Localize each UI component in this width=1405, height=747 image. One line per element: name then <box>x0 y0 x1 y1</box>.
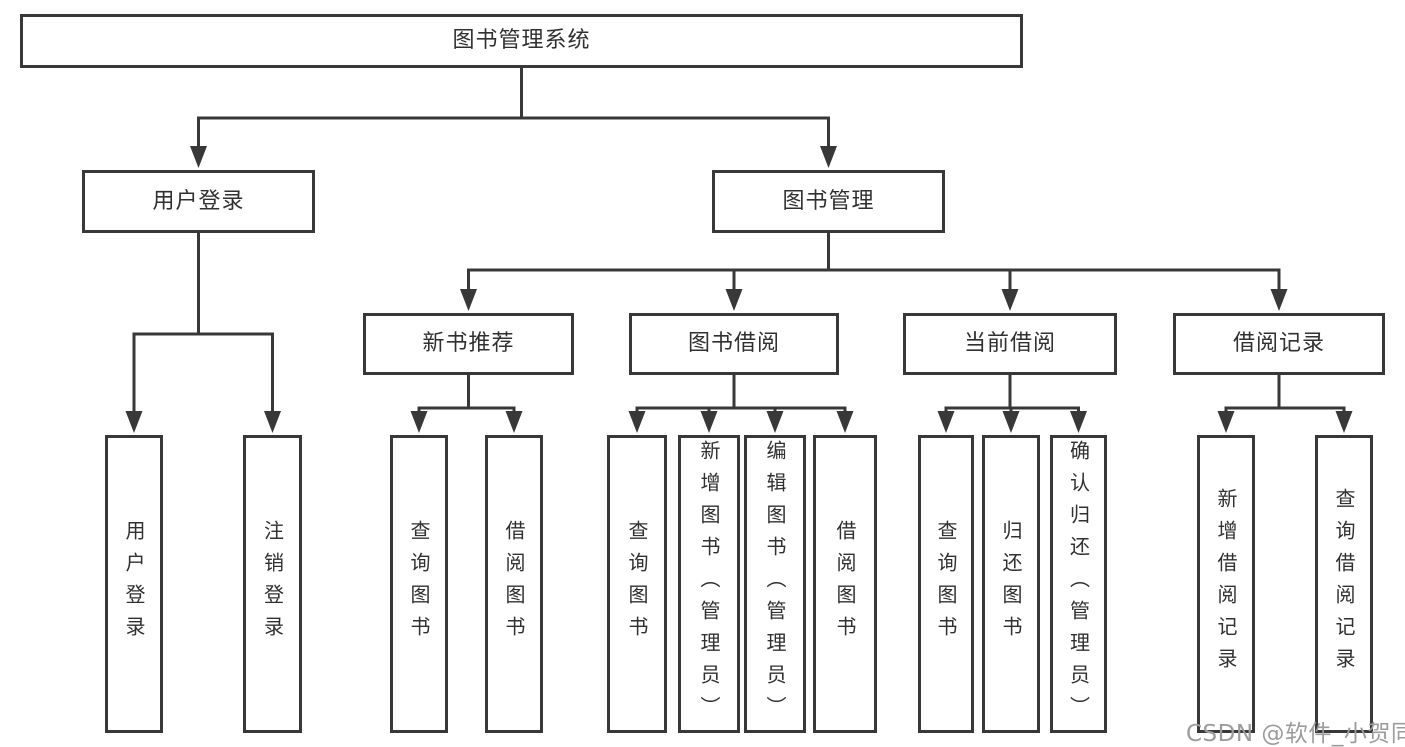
connector-root <box>190 66 837 168</box>
arrowhead-icon <box>1217 411 1235 433</box>
connector-book-borrow <box>628 375 854 433</box>
node-book-borrowing-label: 图书借阅 <box>687 331 780 356</box>
arrowhead-icon <box>1270 289 1288 311</box>
arrowhead-icon <box>410 411 428 433</box>
node-borrowing-records: 借阅记录 <box>1173 313 1385 375</box>
leaf-add-borrow-record: 新增借阅记录 <box>1197 435 1255 733</box>
leaf-query-books-rec: 查询图书 <box>390 435 448 733</box>
arrowhead-icon <box>725 289 743 311</box>
leaf-borrow-books-rec: 借阅图书 <box>485 435 543 733</box>
arrowhead-icon <box>836 411 854 433</box>
arrowhead-icon <box>460 289 477 311</box>
arrowhead-icon <box>766 411 784 433</box>
leaf-borrow-books: 借阅图书 <box>813 435 877 733</box>
arrowhead-icon <box>937 411 955 433</box>
arrowhead-icon <box>264 411 281 433</box>
node-book-management-label: 图书管理 <box>782 188 875 214</box>
leaf-add-books-admin: 新增图书（管理员） <box>678 435 740 733</box>
arrowhead-icon <box>628 411 646 433</box>
leaf-query-books-borrow-label: 查询图书 <box>625 520 649 648</box>
arrowhead-icon <box>190 146 207 168</box>
leaf-return-books: 归还图书 <box>982 435 1040 733</box>
leaf-confirm-return-admin-label: 确认归还（管理员） <box>1066 440 1091 728</box>
leaf-user-login: 用户登录 <box>105 435 163 733</box>
node-book-borrowing: 图书借阅 <box>629 313 839 375</box>
leaf-add-books-admin-label: 新增图书（管理员） <box>697 440 721 728</box>
connector-book-mgmt <box>460 233 1288 311</box>
arrowhead-icon <box>125 411 143 433</box>
leaf-query-books-current-label: 查询图书 <box>934 520 958 648</box>
leaf-query-books-current: 查询图书 <box>918 435 974 733</box>
arrowhead-icon <box>700 411 718 433</box>
node-new-book-recommend: 新书推荐 <box>363 313 574 375</box>
node-library-system-label: 图书管理系统 <box>452 28 591 53</box>
arrowhead-icon <box>1002 411 1020 433</box>
node-library-system: 图书管理系统 <box>20 14 1023 68</box>
leaf-confirm-return-admin: 确认归还（管理员） <box>1050 435 1107 733</box>
arrowhead-icon <box>820 146 837 168</box>
leaf-user-login-label: 用户登录 <box>122 520 146 648</box>
arrowhead-icon <box>1335 411 1353 433</box>
leaf-query-borrow-record-label: 查询借阅记录 <box>1332 488 1356 680</box>
leaf-borrow-books-label: 借阅图书 <box>833 520 857 648</box>
leaf-query-books-borrow: 查询图书 <box>607 435 667 733</box>
leaf-logout-label: 注销登录 <box>260 520 285 648</box>
node-current-borrowing-label: 当前借阅 <box>963 331 1056 356</box>
arrowhead-icon <box>1070 411 1087 433</box>
node-user-login-label: 用户登录 <box>152 188 245 214</box>
node-current-borrowing: 当前借阅 <box>903 313 1117 375</box>
node-book-management: 图书管理 <box>712 170 945 233</box>
leaf-edit-books-admin: 编辑图书（管理员） <box>744 435 806 733</box>
arrowhead-icon <box>505 411 523 433</box>
node-new-book-recommend-label: 新书推荐 <box>422 331 515 356</box>
leaf-borrow-books-rec-label: 借阅图书 <box>502 520 526 648</box>
leaf-return-books-label: 归还图书 <box>999 520 1023 648</box>
connector-new-book-rec <box>410 375 523 433</box>
connector-current-borrow <box>937 375 1087 433</box>
leaf-query-books-rec-label: 查询图书 <box>407 520 431 648</box>
leaf-logout: 注销登录 <box>243 435 302 733</box>
connector-borrow-record <box>1217 375 1353 433</box>
leaf-edit-books-admin-label: 编辑图书（管理员） <box>763 440 787 728</box>
watermark: CSDN @软件_小贺同学 <box>1186 721 1405 747</box>
node-borrowing-records-label: 借阅记录 <box>1232 331 1325 356</box>
node-user-login: 用户登录 <box>82 170 315 233</box>
arrowhead-icon <box>1001 289 1019 311</box>
connector-user-login <box>125 233 281 433</box>
leaf-query-borrow-record: 查询借阅记录 <box>1315 435 1373 733</box>
leaf-add-borrow-record-label: 新增借阅记录 <box>1214 488 1238 680</box>
